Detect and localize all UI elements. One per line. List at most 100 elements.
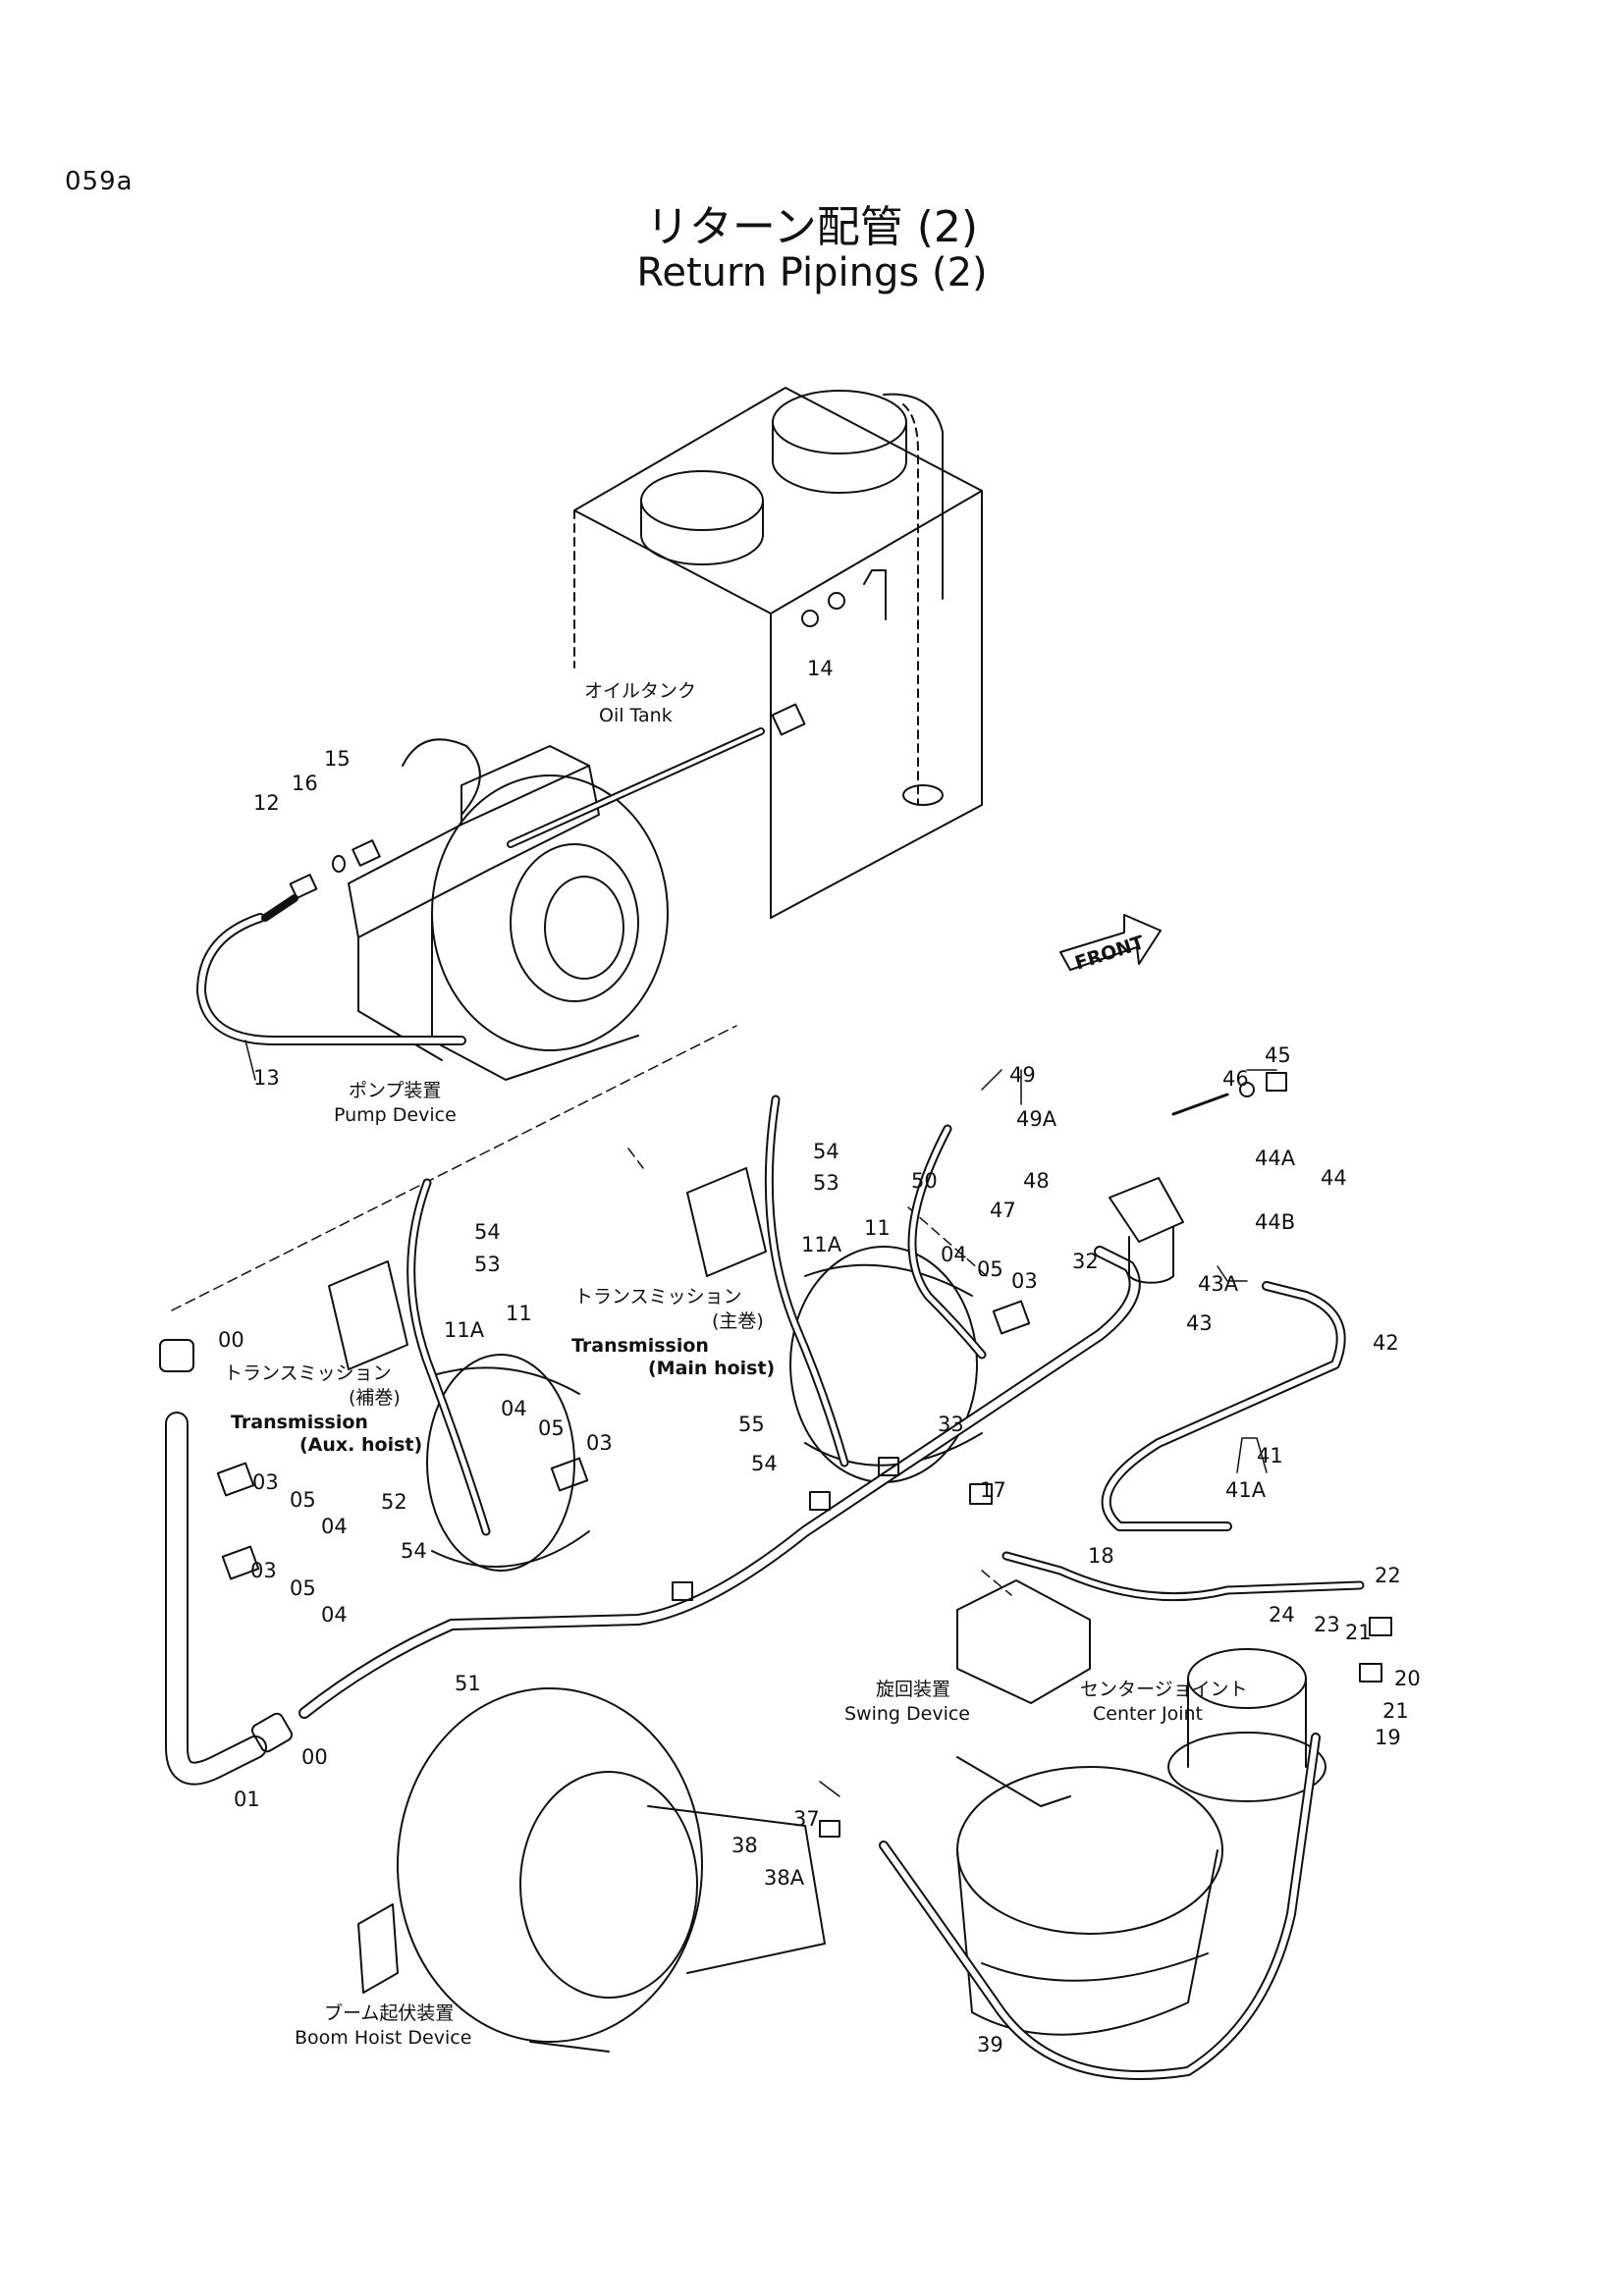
boom-hoist-label-en: Boom Hoist Device — [295, 2027, 471, 2049]
callout: 05 — [290, 1488, 316, 1512]
oil-tank-label-en: Oil Tank — [599, 705, 673, 726]
callout: 12 — [253, 791, 280, 815]
swing-label-en: Swing Device — [844, 1703, 970, 1725]
trans-aux-label-jp2: (補巻) — [349, 1387, 401, 1409]
callout: 43 — [1186, 1311, 1213, 1335]
title-english: Return Pipings (2) — [636, 250, 988, 295]
callout: 54 — [813, 1140, 839, 1163]
callout: 37 — [793, 1807, 820, 1831]
filter-44-drawing — [1109, 1072, 1287, 1284]
pipe-51 — [298, 1246, 1141, 1719]
hose-14 — [507, 703, 806, 848]
trans-main-label-en: Transmission — [571, 1335, 709, 1357]
callout: 41 — [1257, 1444, 1283, 1468]
callout: 54 — [751, 1452, 778, 1475]
clamp-fittings — [216, 1300, 1392, 1838]
callout: 48 — [1023, 1169, 1050, 1193]
callout: 32 — [1072, 1250, 1099, 1273]
center-joint-drawing — [1167, 1648, 1326, 1802]
callout: 14 — [807, 657, 834, 680]
callout: 54 — [474, 1220, 501, 1244]
boom-hoist-label-jp: ブーム起伏装置 — [324, 2002, 454, 2024]
trans-main-label-jp2: (主巻) — [712, 1310, 764, 1332]
callout: 04 — [501, 1397, 527, 1420]
callout: 39 — [977, 2033, 1003, 2056]
front-label: FRONT — [1072, 932, 1147, 974]
callout: 42 — [1373, 1331, 1399, 1355]
callout: 04 — [321, 1515, 348, 1538]
callout: 38A — [764, 1866, 805, 1890]
callout: 21 — [1345, 1621, 1372, 1644]
callout: 53 — [474, 1253, 501, 1276]
callout: 03 — [252, 1470, 279, 1494]
callout: 46 — [1222, 1067, 1249, 1091]
pump-label-en: Pump Device — [334, 1104, 457, 1126]
oil-tank-drawing — [573, 387, 983, 919]
pump-device-drawing — [348, 738, 669, 1081]
callout: 16 — [292, 772, 318, 795]
callout: 33 — [938, 1413, 964, 1436]
callout: 03 — [1011, 1269, 1038, 1293]
boom-hoist-drawing — [357, 1687, 826, 2053]
callout: 49A — [1016, 1107, 1057, 1131]
callout: 44 — [1321, 1166, 1347, 1190]
trans-aux-label-en2: (Aux. hoist) — [299, 1434, 422, 1456]
center-joint-label-jp: センタージョイント — [1080, 1679, 1248, 1700]
callout: 49 — [1009, 1063, 1036, 1087]
callout: 47 — [990, 1199, 1016, 1222]
callout: 05 — [977, 1257, 1003, 1281]
callout: 24 — [1269, 1603, 1295, 1627]
callout: 51 — [455, 1672, 481, 1695]
callout: 11A — [444, 1318, 485, 1342]
page-code: 059a — [65, 167, 134, 196]
callout: 11 — [864, 1216, 891, 1240]
part-callouts: 14 15 16 12 13 49 49A 46 45 44A 44 44B 4… — [218, 657, 1421, 2056]
callout: 15 — [324, 747, 351, 771]
trans-main-label-jp: トランスミッション — [574, 1286, 742, 1308]
oil-tank-label-jp: オイルタンク — [584, 680, 696, 702]
callout: 01 — [234, 1788, 260, 1811]
transmission-aux-drawing — [328, 1260, 590, 1572]
callout: 44B — [1255, 1210, 1295, 1234]
callout: 43A — [1198, 1272, 1239, 1296]
callout: 04 — [941, 1243, 967, 1266]
callout: 55 — [738, 1413, 765, 1436]
callout: 00 — [301, 1745, 328, 1769]
callout: 23 — [1314, 1613, 1340, 1636]
callout: 22 — [1375, 1564, 1401, 1587]
callout: 44A — [1255, 1147, 1296, 1170]
swing-label-jp: 旋回装置 — [876, 1679, 950, 1700]
callout: 50 — [911, 1169, 938, 1193]
center-joint-label-en: Center Joint — [1093, 1703, 1203, 1725]
callout: 11 — [506, 1302, 532, 1325]
trans-main-label-en2: (Main hoist) — [648, 1358, 775, 1379]
callout: 05 — [290, 1576, 316, 1600]
title-japanese: リターン配管 (2) — [645, 202, 979, 252]
callout: 45 — [1265, 1043, 1291, 1067]
callout: 18 — [1088, 1544, 1114, 1568]
callout: 11A — [801, 1233, 842, 1256]
trans-aux-label-en: Transmission — [231, 1412, 368, 1433]
callout: 03 — [586, 1431, 613, 1455]
callout: 00 — [218, 1328, 244, 1352]
callout: 21 — [1382, 1699, 1409, 1723]
callout: 41A — [1225, 1478, 1267, 1502]
front-arrow — [1059, 914, 1162, 971]
callout: 17 — [980, 1478, 1006, 1502]
callout: 38 — [731, 1834, 758, 1857]
callout: 54 — [401, 1539, 427, 1563]
trans-aux-label-jp: トランスミッション — [224, 1362, 392, 1384]
pipe-01 — [159, 1339, 294, 1786]
callout: 53 — [813, 1171, 839, 1195]
callout: 52 — [381, 1490, 407, 1514]
pump-label-jp: ポンプ装置 — [349, 1080, 441, 1101]
swing-device-drawing — [956, 1579, 1223, 2036]
callout: 19 — [1375, 1726, 1401, 1749]
callout: 03 — [250, 1559, 277, 1582]
pipe-42 — [1101, 1281, 1346, 1531]
hose-13 — [196, 839, 466, 1045]
callout: 05 — [538, 1416, 565, 1440]
callout: 20 — [1394, 1667, 1421, 1690]
callout: 13 — [253, 1066, 280, 1090]
